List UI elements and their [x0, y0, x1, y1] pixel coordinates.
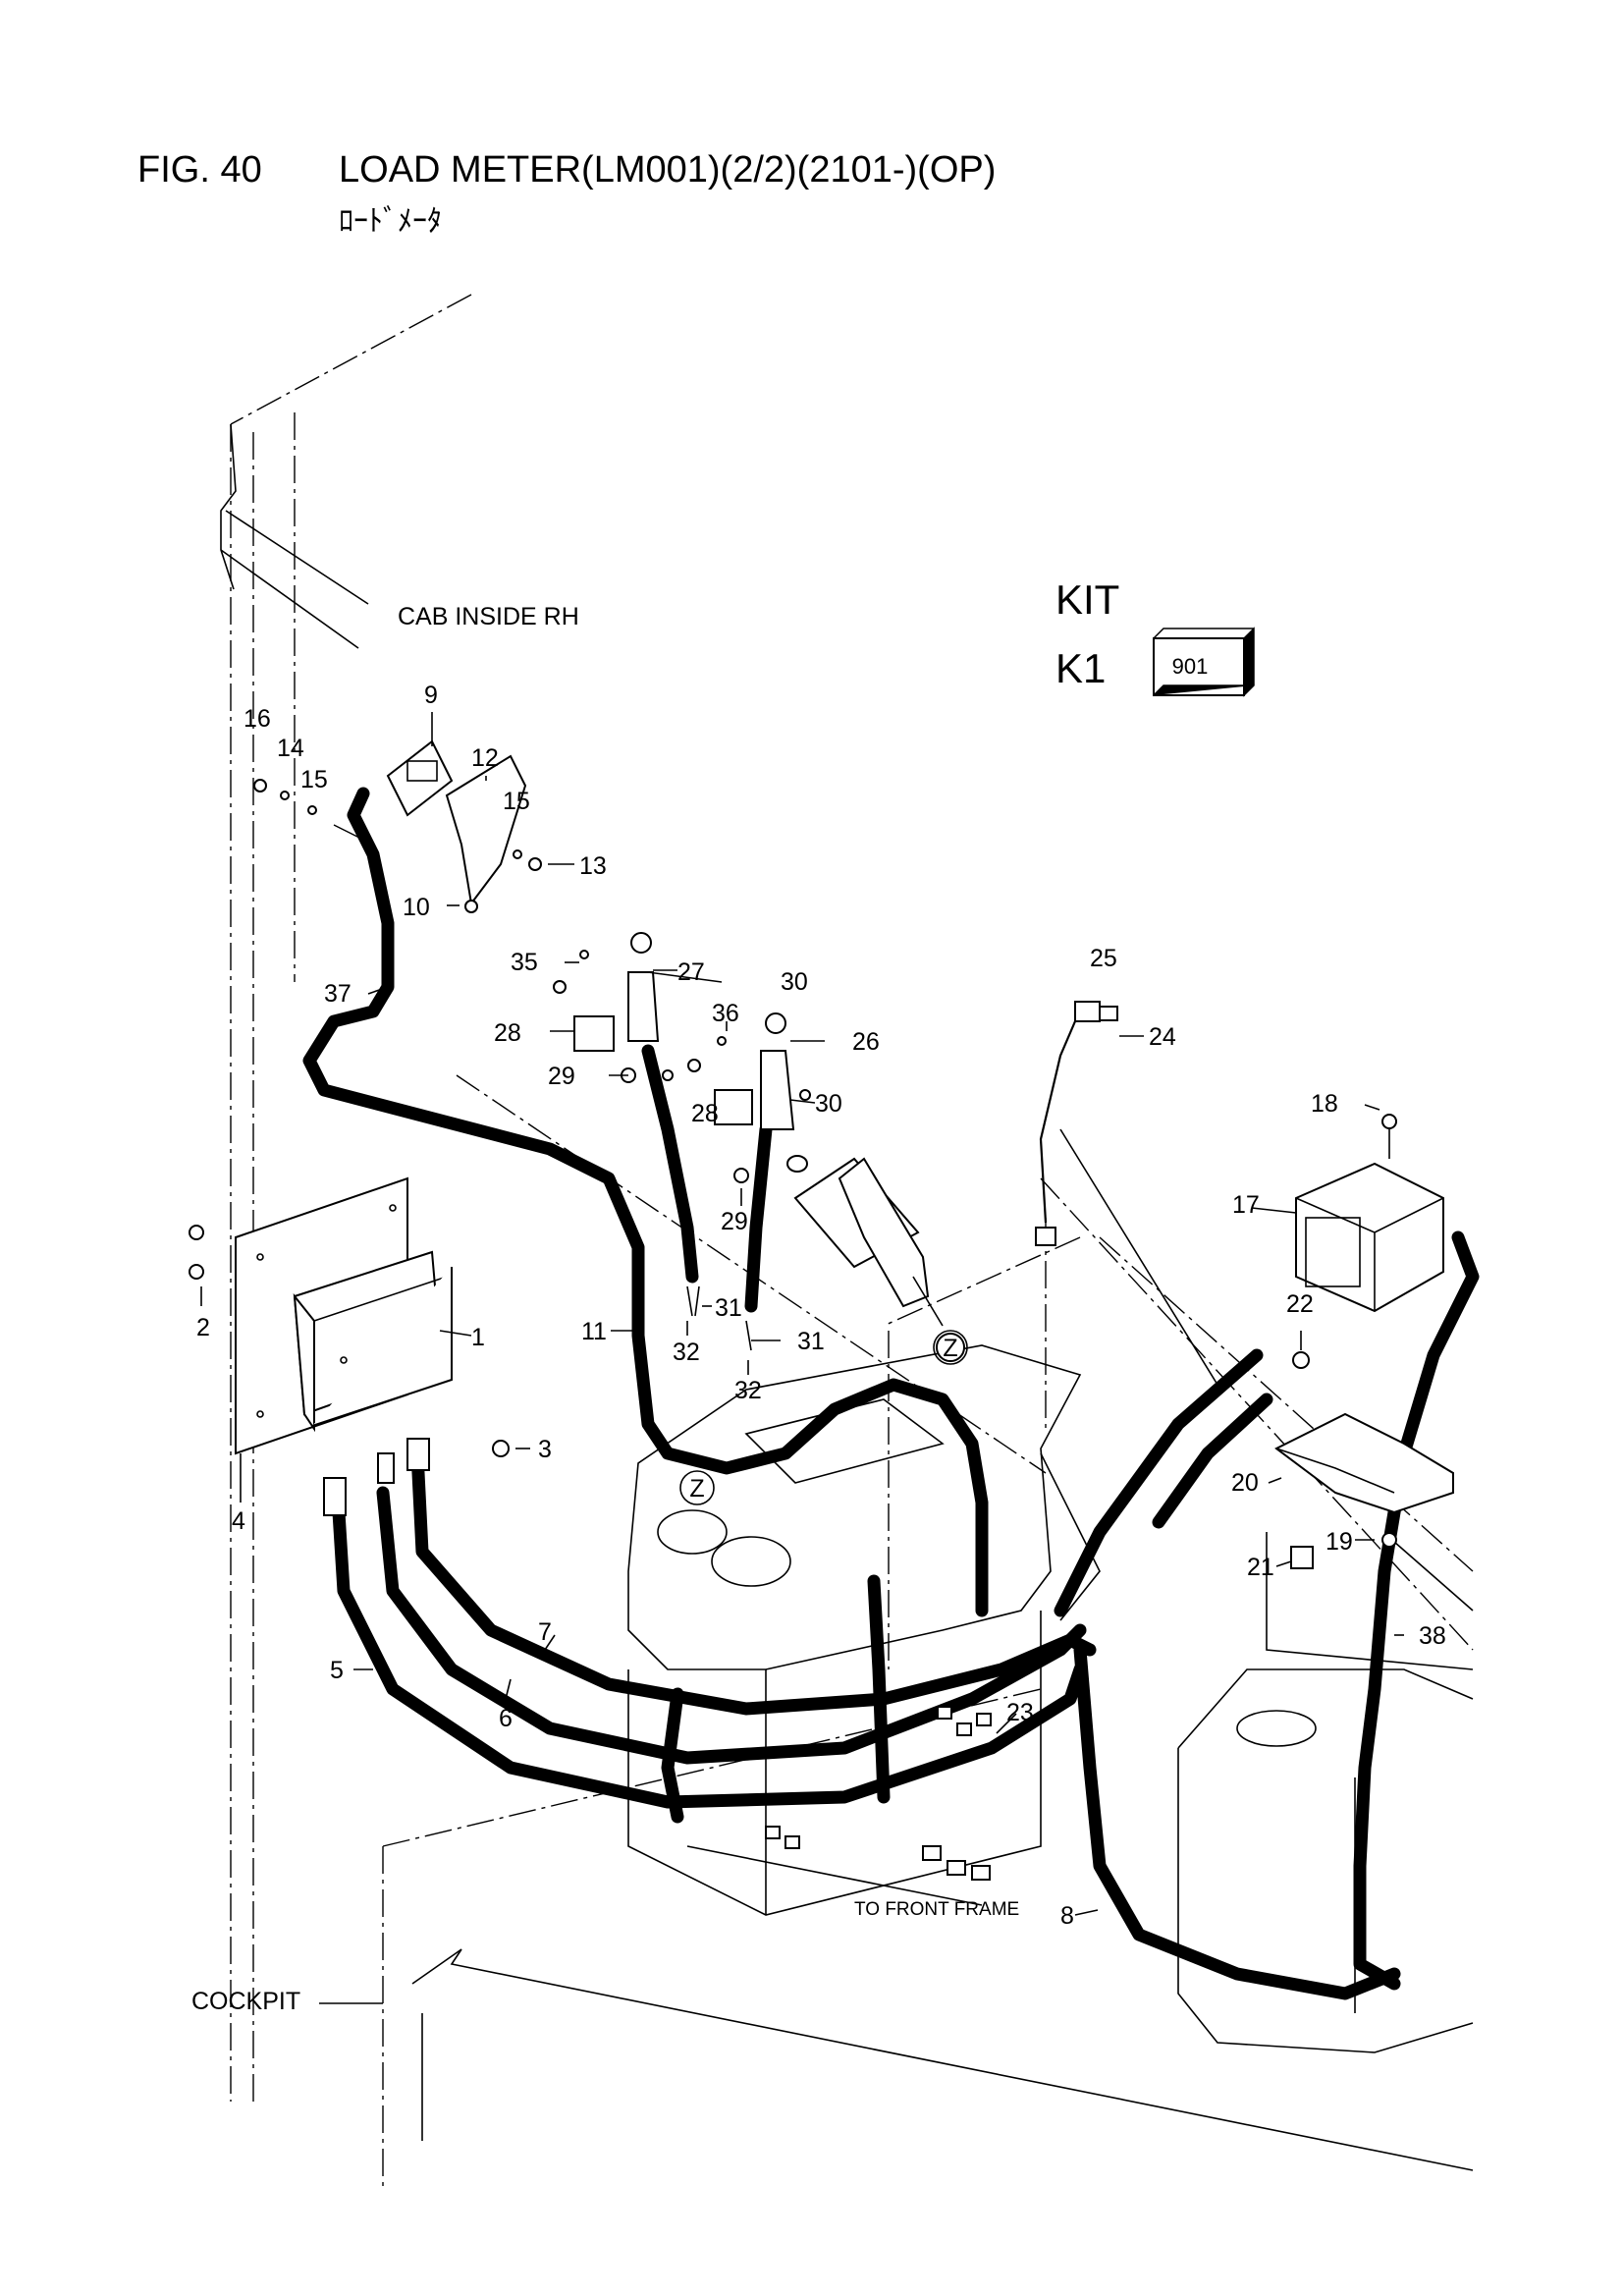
connector-harness: [1035, 1001, 1118, 1246]
valve-assemblies: [553, 932, 811, 1351]
detail-markers: Z Z: [679, 1330, 968, 1505]
kit-code: K1: [1055, 645, 1106, 691]
callout-11: 11: [581, 1318, 607, 1345]
callout-20: 20: [1231, 1469, 1259, 1497]
callout-23: 23: [1006, 1699, 1034, 1726]
sensor-bracket: [253, 739, 542, 913]
callout-32a: 32: [673, 1339, 700, 1366]
detail-marker-console: Z: [689, 1475, 704, 1503]
callout-36: 36: [712, 1000, 739, 1027]
figure-number: FIG. 40: [137, 149, 262, 191]
callouts: 1 2 3 4 5 6 7 8 9 10 11 12 13 14 15 15 1…: [196, 682, 1446, 1930]
callout-32b: 32: [734, 1377, 762, 1404]
callout-15a: 15: [300, 766, 328, 793]
callout-2: 2: [196, 1314, 210, 1341]
callout-13: 13: [579, 852, 607, 880]
callout-29b: 29: [721, 1208, 748, 1235]
figure-subtitle: ﾛｰﾄﾞﾒｰﾀ: [339, 205, 442, 238]
cockpit-console: [627, 1344, 1101, 1916]
amplifier-box: [1274, 1114, 1454, 1569]
callout-38: 38: [1419, 1622, 1446, 1650]
kit-heading: KIT: [1055, 576, 1119, 623]
kit-value: 901: [1172, 654, 1209, 679]
detail-marker-joystick: Z: [943, 1335, 957, 1362]
callout-28b: 28: [691, 1100, 719, 1127]
callout-7: 7: [538, 1618, 552, 1646]
harness-connectors: [765, 1706, 992, 1881]
callout-30a: 30: [781, 968, 808, 996]
callout-30b: 30: [815, 1090, 842, 1118]
callout-24: 24: [1149, 1023, 1176, 1051]
cables: [302, 787, 1480, 2000]
callout-37: 37: [324, 980, 352, 1008]
callout-8: 8: [1060, 1902, 1074, 1930]
callout-16: 16: [243, 705, 271, 733]
kit-box: KIT K1 901: [1055, 576, 1255, 697]
callout-31a: 31: [715, 1294, 742, 1322]
callout-14: 14: [277, 735, 304, 762]
note-to-front-frame: TO FRONT FRAME: [854, 1899, 1019, 1920]
callout-18: 18: [1311, 1090, 1338, 1118]
callout-29a: 29: [548, 1063, 575, 1090]
figure-header: FIG. 40 LOAD METER(LM001)(2/2)(2101-)(OP…: [0, 0, 1623, 255]
callout-10: 10: [403, 894, 430, 921]
callout-31b: 31: [797, 1328, 825, 1355]
callout-21: 21: [1247, 1554, 1274, 1581]
callout-25: 25: [1090, 945, 1117, 972]
callout-12: 12: [471, 744, 499, 772]
callout-22: 22: [1286, 1290, 1314, 1318]
leader-lines: [200, 712, 1404, 1916]
figure-title: LOAD METER(LM001)(2/2)(2101-)(OP): [339, 149, 997, 191]
callout-17: 17: [1232, 1191, 1260, 1219]
callout-3: 3: [538, 1436, 552, 1463]
callout-5: 5: [330, 1657, 344, 1684]
callout-9: 9: [424, 682, 438, 709]
callout-1: 1: [471, 1324, 485, 1351]
callout-28a: 28: [494, 1019, 521, 1047]
callout-4: 4: [232, 1507, 245, 1535]
joystick: [786, 1155, 965, 1362]
callout-15b: 15: [503, 788, 530, 815]
callout-6: 6: [499, 1705, 513, 1732]
callout-26: 26: [852, 1028, 880, 1056]
callout-35: 35: [511, 949, 538, 976]
controller-unit: [189, 1176, 510, 1516]
callout-27: 27: [677, 958, 705, 986]
callout-19: 19: [1325, 1528, 1353, 1556]
note-cockpit: COCKPIT: [191, 1988, 300, 2015]
note-cab-inside: CAB INSIDE RH: [398, 603, 579, 630]
